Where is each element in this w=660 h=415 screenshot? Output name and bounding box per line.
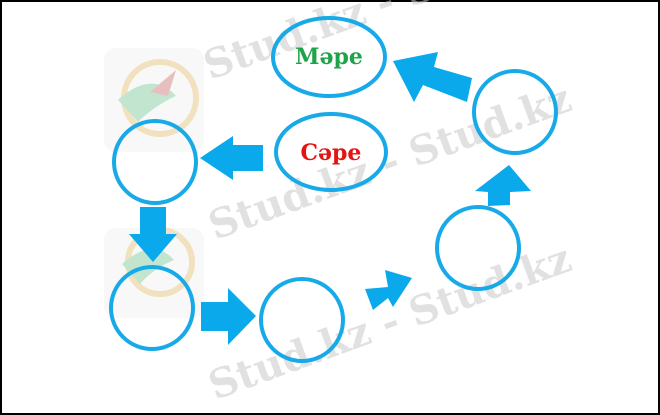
arrow-node5-to-finish xyxy=(393,52,472,102)
start-label: Сәре xyxy=(301,140,362,166)
cycle-node-4 xyxy=(435,205,521,291)
cycle-node-2 xyxy=(109,265,195,351)
finish-label: Мәре xyxy=(295,44,363,70)
arrow-node4-to-node5 xyxy=(475,165,531,206)
arrow-node1-to-node2 xyxy=(129,207,177,262)
start-node xyxy=(274,112,388,192)
cycle-node-3 xyxy=(259,277,345,363)
cycle-node-5 xyxy=(472,69,558,155)
finish-node xyxy=(271,16,387,98)
arrow-node3-to-node4 xyxy=(365,270,412,310)
hummingbird-logo-icon xyxy=(104,48,204,152)
arrow-node2-to-node3 xyxy=(201,288,256,345)
cycle-node-1 xyxy=(112,119,198,205)
arrow-start-to-node1 xyxy=(200,136,263,180)
